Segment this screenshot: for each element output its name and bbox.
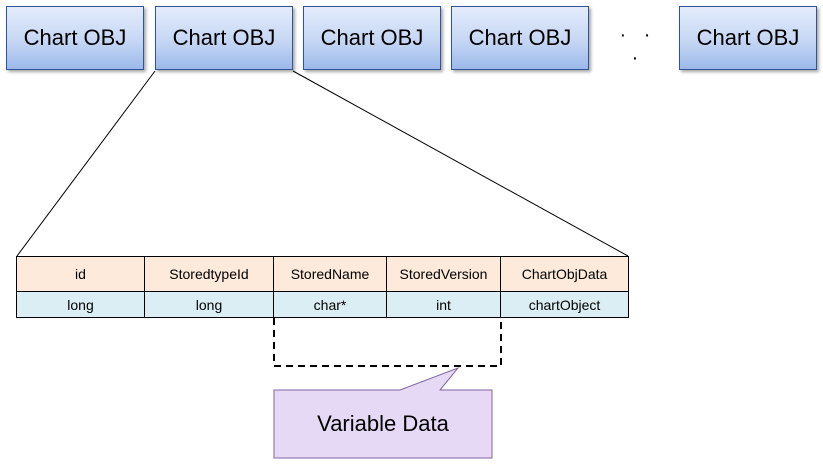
variable-data-callout-label: Variable Data	[317, 411, 449, 436]
chart-obj-box-4: Chart OBJ	[451, 6, 589, 70]
zoom-line-left	[16, 70, 156, 257]
field-type-cell: long	[16, 291, 145, 318]
field-name-cell: id	[16, 256, 145, 292]
field-name-cell: StoredName	[273, 256, 387, 292]
variable-data-callout-shape	[273, 366, 493, 459]
chart-obj-label: Chart OBJ	[468, 25, 572, 50]
chart-obj-box-3: Chart OBJ	[303, 6, 441, 70]
field-name-cell: StoredVersion	[386, 256, 501, 292]
zoom-line-right	[292, 70, 629, 257]
ellipsis: · · ·	[619, 24, 657, 69]
field-type-cell: long	[144, 291, 274, 318]
field-name-row: id StoredtypeId StoredName StoredVersion…	[16, 256, 629, 292]
field-name-cell: StoredtypeId	[144, 256, 274, 292]
field-type-cell: char*	[273, 291, 387, 318]
chart-obj-box-2: Chart OBJ	[155, 6, 293, 70]
chart-obj-label: Chart OBJ	[320, 25, 424, 50]
variable-data-bracket	[273, 318, 502, 367]
chart-obj-box-1: Chart OBJ	[6, 6, 144, 70]
field-type-row: long long char* int chartObject	[16, 291, 629, 318]
chart-obj-label: Chart OBJ	[696, 25, 800, 50]
chart-obj-record-table: id StoredtypeId StoredName StoredVersion…	[16, 256, 629, 318]
field-type-cell: chartObject	[500, 291, 629, 318]
chart-obj-box-5: Chart OBJ	[679, 6, 817, 70]
chart-obj-label: Chart OBJ	[23, 25, 127, 50]
field-name-cell: ChartObjData	[500, 256, 629, 292]
field-type-cell: int	[386, 291, 501, 318]
chart-obj-label: Chart OBJ	[172, 25, 276, 50]
